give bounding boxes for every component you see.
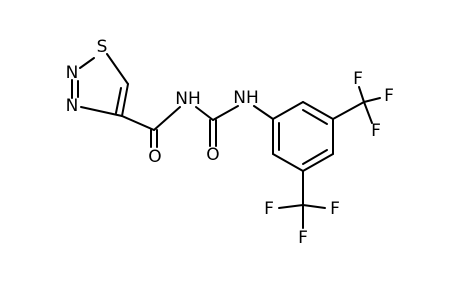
atom-nh-aryl: NH xyxy=(233,88,259,108)
bond-cf3-top-f1 xyxy=(358,86,365,103)
bond-s-c5 xyxy=(106,53,129,85)
atom-f-top-2: F xyxy=(384,86,394,106)
bond-urea-c-nh xyxy=(212,105,239,121)
atom-labels: S N N O NH O NH F F F F F F xyxy=(66,37,394,248)
bond-n2-s xyxy=(79,57,95,69)
atom-n-ring-bottom: N xyxy=(66,96,79,116)
atom-n-ring-top: N xyxy=(66,63,79,83)
cf3-bottom xyxy=(278,170,326,229)
bond-cf3-bottom-f1 xyxy=(278,204,304,209)
bond-nh-urea-c xyxy=(195,106,214,121)
atom-o-amide: O xyxy=(148,147,161,167)
bond-ring-2-inner xyxy=(302,109,328,125)
bond-ring-1 xyxy=(272,101,304,120)
bond-cf3-top-f2 xyxy=(363,97,381,103)
atom-o-urea: O xyxy=(206,145,219,165)
bond-ring-cf3-top xyxy=(332,101,365,120)
atom-f-top-3: F xyxy=(371,121,381,141)
atom-nh-amide: NH xyxy=(175,89,201,109)
bond-c4-carbonyl xyxy=(121,115,155,131)
atom-f-bottom-3: F xyxy=(298,228,308,248)
bond-c4-n3 xyxy=(80,106,123,117)
acyl-urea-chain xyxy=(121,105,274,148)
bond-carbonyl-nh xyxy=(153,106,181,131)
bond-c5-c4-inner xyxy=(115,87,122,114)
atom-f-bottom-2: F xyxy=(330,199,340,219)
bond-ring-4 xyxy=(302,153,334,172)
bond-c5-c4 xyxy=(121,83,129,117)
atom-s: S xyxy=(97,37,108,57)
bond-ring-4-inner xyxy=(302,149,328,165)
bond-cf3-top-f3 xyxy=(363,101,373,124)
thiadiazole-ring xyxy=(71,53,129,117)
bond-ring-2 xyxy=(302,101,334,120)
atom-f-bottom-1: F xyxy=(264,199,274,219)
cf3-top xyxy=(332,86,381,124)
atom-f-top-1: F xyxy=(353,69,363,89)
bond-ring-5 xyxy=(272,153,304,172)
benzene-ring xyxy=(272,101,334,172)
bond-cf3-bottom-f2 xyxy=(302,204,326,209)
bond-nh-aryl xyxy=(253,105,274,120)
